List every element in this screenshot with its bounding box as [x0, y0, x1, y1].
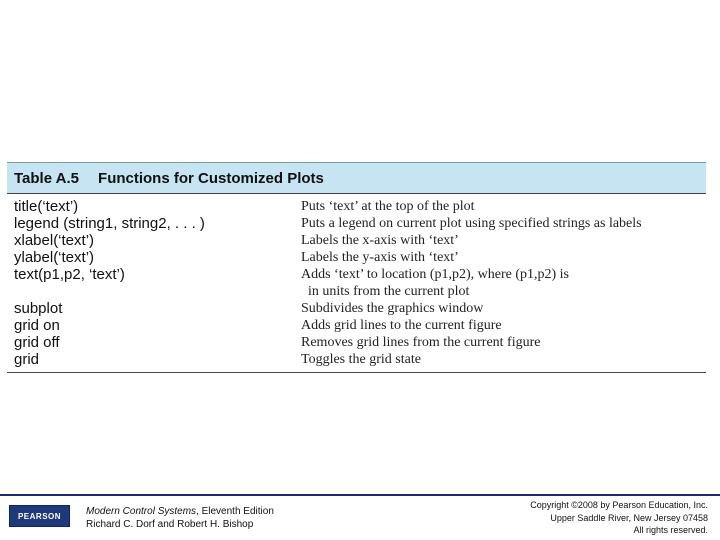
table-number: Table A.5	[14, 169, 80, 187]
function-description: Adds grid lines to the current figure	[301, 318, 502, 333]
book-edition: , Eleventh Edition	[196, 506, 274, 517]
footer-citation: Modern Control Systems, Eleventh Edition…	[86, 505, 274, 531]
table-title: Functions for Customized Plots	[98, 169, 324, 187]
function-name: grid on	[14, 317, 60, 334]
table-top-rule	[7, 193, 706, 194]
table-header: Table A.5 Functions for Customized Plots	[7, 162, 706, 193]
copyright-rights: All rights reserved.	[633, 525, 708, 535]
table-row: text(p1,p2, ‘text’) Adds ‘text’ to locat…	[7, 266, 706, 300]
function-description: Subdivides the graphics window	[301, 301, 484, 316]
function-description-continuation: in units from the current plot	[308, 284, 470, 299]
function-description: Puts a legend on current plot using spec…	[301, 216, 642, 231]
table-row: title(‘text’) Puts ‘text’ at the top of …	[7, 198, 706, 215]
function-description: Puts ‘text’ at the top of the plot	[301, 199, 475, 214]
table-row: ylabel(‘text’) Labels the y-axis with ‘t…	[7, 249, 706, 266]
function-description: Toggles the grid state	[301, 352, 421, 367]
function-name: title(‘text’)	[14, 198, 79, 215]
table-row: grid Toggles the grid state	[7, 351, 706, 368]
table-row: xlabel(‘text’) Labels the x-axis with ‘t…	[7, 232, 706, 249]
function-name: grid	[14, 351, 40, 368]
table-bottom-rule	[7, 372, 706, 373]
function-name: ylabel(‘text’)	[14, 249, 95, 266]
book-authors: Richard C. Dorf and Robert H. Bishop	[86, 519, 254, 530]
table-row: subplot Subdivides the graphics window	[7, 300, 706, 317]
footer-copyright: Copyright ©2008 by Pearson Education, In…	[530, 499, 708, 537]
table-body: title(‘text’) Puts ‘text’ at the top of …	[7, 194, 706, 372]
table-row: grid off Removes grid lines from the cur…	[7, 334, 706, 351]
function-name: subplot	[14, 300, 63, 317]
function-description: Labels the y-axis with ‘text’	[301, 250, 459, 265]
functions-table: Table A.5 Functions for Customized Plots…	[7, 162, 706, 373]
function-name: xlabel(‘text’)	[14, 232, 95, 249]
book-line: Modern Control Systems, Eleventh Edition	[86, 505, 274, 518]
table-row: grid on Adds grid lines to the current f…	[7, 317, 706, 334]
logo-text: PEARSON	[17, 511, 62, 521]
function-name: grid off	[14, 334, 60, 351]
table-row: legend (string1, string2, . . . ) Puts a…	[7, 215, 706, 232]
function-description: Removes grid lines from the current figu…	[301, 335, 541, 350]
function-description-line: Adds ‘text’ to location (p1,p2), where (…	[301, 267, 570, 282]
function-description: Adds ‘text’ to location (p1,p2), where (…	[301, 266, 706, 300]
footer-divider	[0, 494, 720, 496]
copyright-line: Copyright ©2008 by Pearson Education, In…	[530, 500, 708, 510]
book-title: Modern Control Systems	[86, 506, 197, 517]
copyright-address: Upper Saddle River, New Jersey 07458	[550, 512, 708, 523]
function-description: Labels the x-axis with ‘text’	[301, 233, 459, 248]
pearson-logo: PEARSON	[9, 505, 70, 527]
function-name: text(p1,p2, ‘text’)	[14, 266, 125, 283]
function-name: legend (string1, string2, . . . )	[14, 215, 205, 232]
